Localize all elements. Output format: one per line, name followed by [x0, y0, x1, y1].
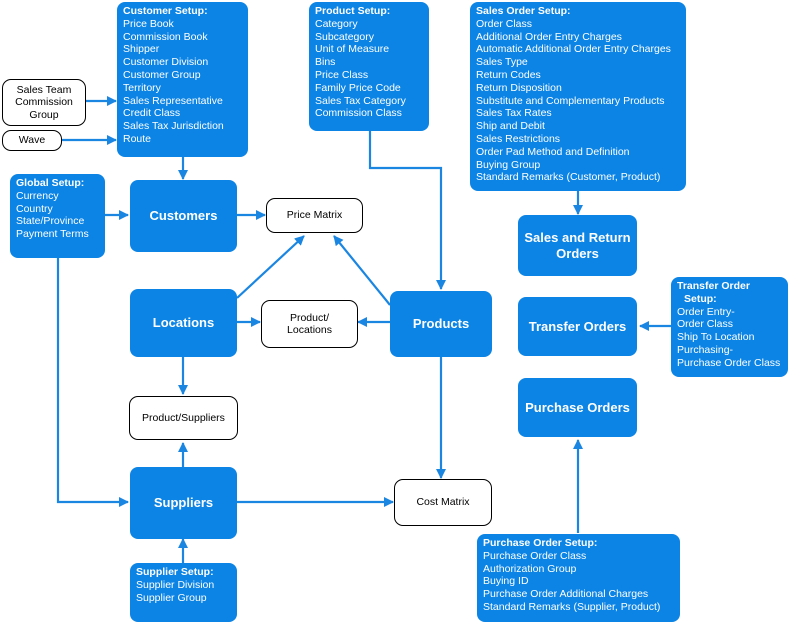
transfer-order-setup-item: Purchase Order Class [677, 356, 781, 369]
sales-order-setup-item: Sales Tax Rates [476, 107, 552, 120]
customer-setup-item: Credit Class [123, 107, 181, 120]
global-setup-item: Currency [16, 189, 59, 202]
sales-order-setup-item: Order Class [476, 17, 533, 30]
product-setup-title: Product Setup: [315, 5, 391, 17]
customer-setup-item: Commission Book [123, 30, 208, 43]
sales-order-setup-item: Ship and Debit [476, 120, 545, 133]
sales-order-setup-item: Substitute and Complementary Products [476, 94, 665, 107]
global-setup-item: State/Province [16, 215, 85, 228]
supplier-setup-box: Supplier Setup: Supplier Division Suppli… [130, 563, 237, 622]
product-setup-item: Sales Tax Category [315, 94, 406, 107]
purchase-order-setup-item: Purchase Order Additional Charges [483, 588, 649, 601]
global-setup-item: Payment Terms [16, 228, 89, 241]
customers-label: Customers [149, 208, 218, 223]
sales-order-setup-item: Automatic Additional Order Entry Charges [476, 43, 671, 56]
purchase-order-setup-item: Standard Remarks (Supplier, Product) [483, 600, 661, 613]
sales-return-orders-label: Orders [556, 245, 599, 261]
product-locations-node: Product/ Locations [261, 300, 358, 348]
sales-order-setup-item: Standard Remarks (Customer, Product) [476, 171, 661, 184]
customer-setup-item: Sales Representative [123, 94, 223, 107]
supplier-setup-title: Supplier Setup: [136, 566, 214, 578]
transfer-orders-node: Transfer Orders [518, 297, 637, 356]
product-locations-label: Locations [287, 324, 332, 336]
transfer-order-setup-item: Order Entry- [677, 305, 735, 318]
suppliers-node: Suppliers [130, 467, 237, 539]
product-suppliers-label: Product/Suppliers [142, 411, 225, 424]
locations-label: Locations [152, 315, 215, 330]
purchase-orders-node: Purchase Orders [518, 378, 637, 437]
arrow-global-to-suppliers [56, 258, 129, 507]
customer-setup-item: Customer Group [123, 68, 201, 81]
customer-setup-item: Sales Tax Jurisdiction [123, 120, 224, 133]
arrow-product-setup-to-products [368, 131, 446, 290]
sales-order-setup-item: Sales Restrictions [476, 132, 561, 145]
product-setup-item: Subcategory [315, 30, 374, 43]
customer-setup-box: Customer Setup: Price Book Commission Bo… [117, 2, 248, 157]
wave-node: Wave [2, 130, 62, 151]
customer-setup-title: Customer Setup: [123, 5, 208, 17]
products-label: Products [412, 316, 470, 331]
product-setup-item: Category [315, 17, 358, 30]
locations-node: Locations [130, 289, 237, 357]
product-setup-item: Bins [315, 56, 336, 69]
price-matrix-label: Price Matrix [286, 209, 343, 222]
sales-order-setup-title: Sales Order Setup: [476, 5, 571, 17]
purchase-order-setup-item: Authorization Group [483, 562, 577, 575]
arrow-products-to-price-matrix [333, 235, 391, 306]
product-locations-label: Product/ [289, 311, 330, 324]
customer-setup-item: Price Book [123, 17, 174, 30]
suppliers-label: Suppliers [153, 495, 214, 510]
product-suppliers-node: Product/Suppliers [129, 396, 238, 440]
sales-return-orders-label: Sales and Return [524, 229, 631, 245]
transfer-orders-label: Transfer Orders [528, 318, 627, 334]
product-setup-item: Commission Class [315, 107, 402, 120]
global-setup-box: Global Setup: Currency Country State/Pro… [10, 174, 105, 258]
transfer-order-setup-title: Transfer Order [677, 280, 750, 292]
purchase-orders-label: Purchase Orders [525, 399, 630, 415]
sales-order-setup-item: Sales Type [476, 56, 528, 69]
sales-order-setup-item: Return Disposition [476, 81, 562, 94]
products-node: Products [390, 291, 492, 357]
product-setup-item: Price Class [315, 68, 369, 81]
purchase-order-setup-title: Purchase Order Setup: [483, 537, 598, 549]
purchase-order-setup-box: Purchase Order Setup: Purchase Order Cla… [477, 534, 680, 622]
transfer-order-setup-item: Ship To Location [677, 331, 755, 344]
customer-setup-item: Customer Division [123, 56, 209, 69]
customer-setup-item: Territory [123, 81, 161, 94]
transfer-order-setup-box: Transfer Order Setup: Order Entry- Order… [671, 277, 788, 377]
transfer-order-setup-title: Setup: [684, 292, 717, 305]
arrow-locations-to-price-matrix [236, 235, 305, 299]
sales-team-label: Commission [15, 96, 73, 109]
global-setup-item: Country [16, 202, 53, 215]
customer-setup-item: Route [123, 132, 152, 145]
sales-order-setup-item: Return Codes [476, 68, 541, 81]
purchase-order-setup-item: Purchase Order Class [483, 549, 587, 562]
sales-team-commission-group-node: Sales Team Commission Group [2, 79, 86, 126]
cost-matrix-label: Cost Matrix [416, 496, 470, 509]
global-setup-title: Global Setup: [16, 177, 85, 189]
sales-return-orders-node: Sales and Return Orders [518, 215, 637, 276]
transfer-order-setup-item: Order Class [677, 318, 734, 331]
sales-order-setup-item: Order Pad Method and Definition [476, 145, 630, 158]
supplier-setup-item: Supplier Division [136, 578, 215, 591]
customers-node: Customers [130, 180, 237, 252]
supplier-setup-item: Supplier Group [136, 591, 207, 604]
transfer-order-setup-item: Purchasing- [677, 343, 734, 356]
customer-setup-item: Shipper [123, 43, 160, 56]
sales-order-setup-item: Buying Group [476, 158, 541, 171]
sales-order-setup-box: Sales Order Setup: Order Class Additiona… [470, 2, 686, 191]
product-setup-item: Unit of Measure [315, 43, 390, 56]
price-matrix-node: Price Matrix [266, 198, 363, 233]
wave-label: Wave [18, 134, 46, 147]
purchase-order-setup-item: Buying ID [483, 575, 529, 588]
sales-team-label: Group [29, 108, 59, 121]
product-setup-box: Product Setup: Category Subcategory Unit… [309, 2, 429, 131]
product-setup-item: Family Price Code [315, 81, 401, 94]
sales-order-setup-item: Additional Order Entry Charges [476, 30, 622, 43]
cost-matrix-node: Cost Matrix [394, 479, 492, 526]
sales-team-label: Sales Team [16, 83, 72, 96]
